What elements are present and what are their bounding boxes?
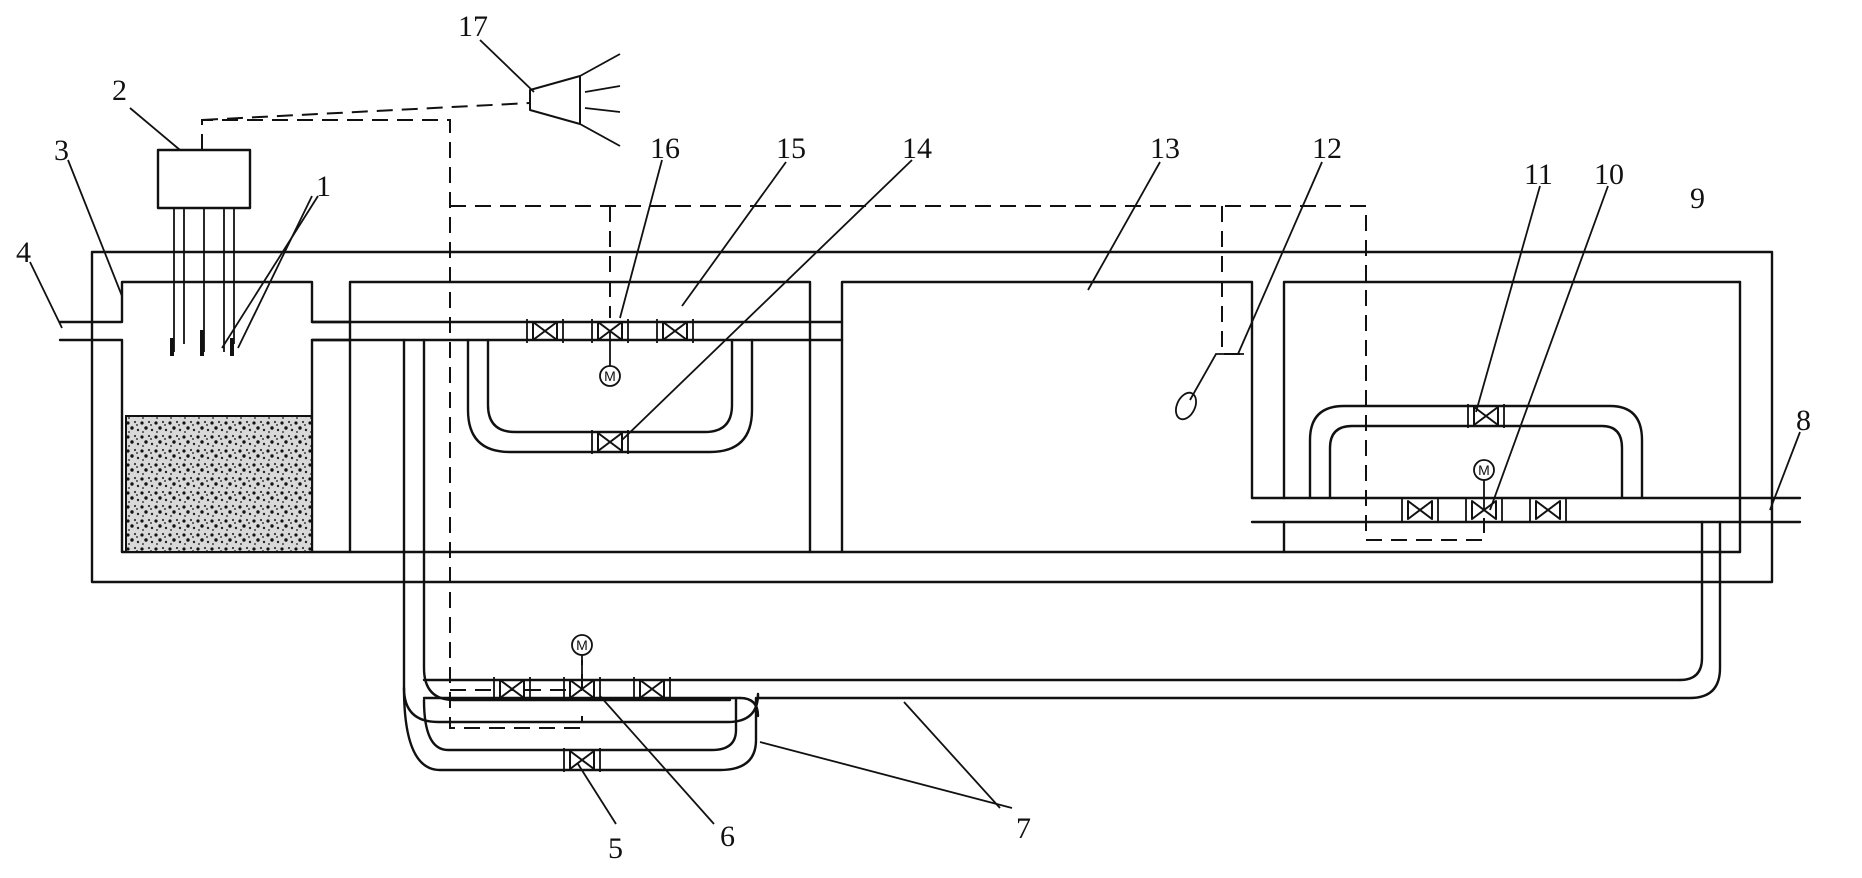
motor-icon [571, 634, 593, 656]
chamber-3 [58, 280, 352, 554]
label-4: 4 [16, 236, 31, 269]
valve-6c [633, 677, 671, 701]
valve-11 [1467, 404, 1505, 428]
main-pipe-upper [310, 320, 844, 454]
valve-group-10: M [1401, 459, 1567, 522]
valve-5 [563, 748, 601, 772]
valve-10a [1401, 498, 1439, 522]
label-11: 11 [1524, 158, 1553, 191]
label-5: 5 [608, 832, 623, 865]
label-17: 17 [458, 10, 488, 43]
label-1: 1 [316, 170, 331, 203]
number-labels: 4 3 2 1 17 16 15 14 13 12 11 10 9 8 5 6 … [16, 10, 1811, 865]
lower-bypass-loop [402, 686, 758, 772]
label-16: 16 [650, 132, 680, 165]
label-8: 8 [1796, 404, 1811, 437]
chamber-13 [840, 280, 1254, 554]
motor-symbol: M [576, 637, 588, 653]
label-6: 6 [720, 820, 735, 853]
motor-symbol: M [604, 368, 616, 384]
filter-media [125, 415, 313, 553]
valve-16a [526, 319, 564, 343]
label-9: 9 [1690, 182, 1705, 215]
motor-icon [1473, 459, 1495, 481]
valve-10c [1529, 498, 1567, 522]
valve-group-16: M [526, 319, 694, 387]
outlet-pipe [1250, 404, 1802, 524]
level-sensor-12 [1175, 353, 1244, 421]
label-14: 14 [902, 132, 932, 165]
valve-group-6: M [493, 634, 671, 701]
label-15: 15 [776, 132, 806, 165]
label-7: 7 [1016, 812, 1031, 845]
outer-structure [90, 250, 1774, 584]
motor-icon [599, 365, 621, 387]
leader-lines [29, 39, 1801, 825]
motor-symbol: M [1478, 462, 1490, 478]
valve-16c [656, 319, 694, 343]
label-10: 10 [1594, 158, 1624, 191]
valve-14 [591, 430, 629, 454]
alarm-horn-17 [529, 53, 621, 147]
chamber-15 [348, 280, 812, 554]
valve-6a [493, 677, 531, 701]
label-3: 3 [54, 134, 69, 167]
label-13: 13 [1150, 132, 1180, 165]
controller-2 [156, 148, 252, 356]
label-12: 12 [1312, 132, 1342, 165]
chamber-9 [1282, 280, 1742, 554]
label-2: 2 [112, 74, 127, 107]
return-pipe-7 [402, 338, 1722, 724]
